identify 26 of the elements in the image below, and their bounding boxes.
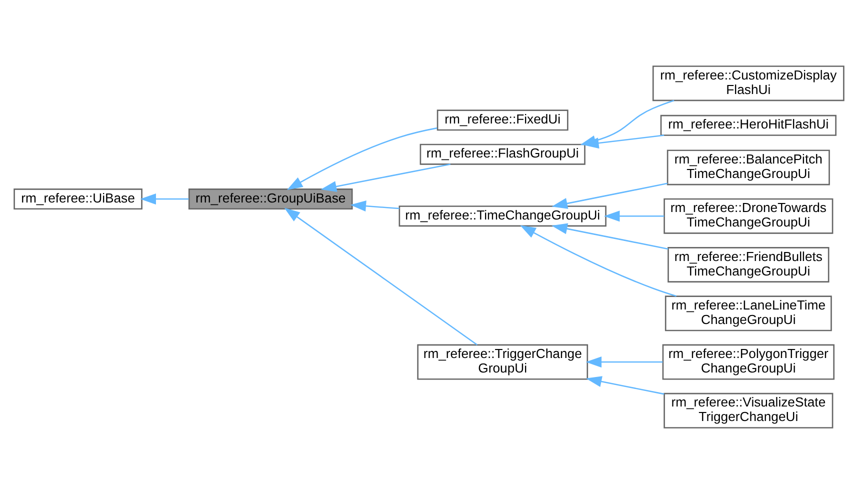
arrow	[286, 126, 437, 190]
node-box: rm_referee::FixedUi	[436, 109, 568, 130]
node-box: rm_referee::BalancePitch TimeChangeGroupUi	[666, 149, 830, 185]
node-box: rm_referee::UiBase	[13, 188, 142, 210]
node-box: rm_referee::PolygonTrigger ChangeGroupUi	[662, 344, 834, 380]
node-box: rm_referee::CustomizeDisplay FlashUi	[652, 65, 844, 101]
node-box: rm_referee::FlashGroupUi	[419, 143, 585, 164]
arrow	[140, 193, 188, 204]
arrow	[585, 376, 664, 394]
node-box: rm_referee::LaneLineTime ChangeGroupUi	[664, 295, 832, 331]
node-box: rm_referee::FriendBullets TimeChangeGroupUi	[667, 246, 829, 282]
arrow	[320, 163, 450, 192]
node-box: rm_referee::TriggerChange GroupUi	[416, 344, 588, 380]
node-box: rm_referee::TimeChangeGroupUi	[398, 205, 606, 226]
arrow	[551, 182, 668, 208]
arrow	[582, 134, 664, 148]
node-box: rm_referee::HeroHitFlashUi	[660, 114, 836, 136]
arrow	[603, 210, 664, 222]
arrow	[585, 356, 662, 368]
node-box: rm_referee::GroupUiBase	[188, 188, 352, 210]
node-box: rm_referee::DroneTowards TimeChangeGroupUi	[663, 198, 833, 234]
arrow	[284, 207, 478, 345]
arrow	[551, 222, 668, 250]
node-box: rm_referee::VisualizeState TriggerChangeUi	[663, 392, 833, 428]
arrow	[350, 200, 399, 212]
arrow	[520, 224, 676, 296]
